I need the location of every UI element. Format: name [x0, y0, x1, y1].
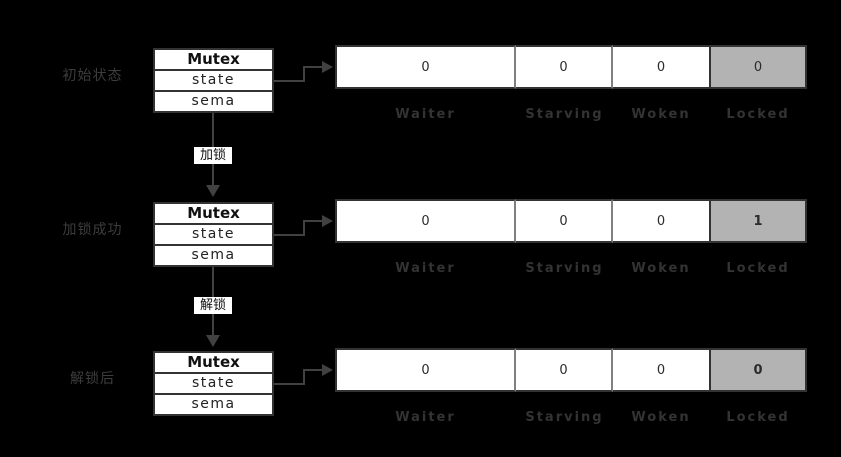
- table-cell-waiter: 0: [335, 45, 516, 89]
- cell-value: 0: [656, 213, 666, 229]
- section-label: 初始状态: [62, 68, 123, 84]
- table-cell-waiter: 0: [335, 199, 516, 243]
- arrowhead-right-icon: [322, 364, 333, 376]
- mutex-title: Mutex: [155, 204, 272, 225]
- state-bits-labels: Waiter Starving Woken Locked: [335, 107, 807, 122]
- cell-value: 0: [753, 362, 763, 378]
- table-cell-locked: 0: [709, 45, 807, 89]
- bit-label-waiter: Waiter: [395, 261, 456, 276]
- bit-label-locked: Locked: [726, 410, 790, 425]
- table-cell-locked: 0: [709, 348, 807, 392]
- arrowhead-down-icon: [206, 185, 220, 197]
- cell-value: 0: [421, 213, 430, 229]
- arrowhead-right-icon: [322, 61, 333, 73]
- table-cell-locked: 1: [709, 199, 807, 243]
- mutex-field-sema: sema: [191, 93, 236, 109]
- connector-line: [305, 220, 323, 222]
- state-bits-labels: Waiter Starving Woken Locked: [335, 261, 807, 276]
- bit-label-woken: Woken: [631, 107, 691, 122]
- connector-line: [305, 66, 323, 68]
- transition-label: 加锁: [194, 147, 232, 164]
- mutex-struct-box: Mutex state sema: [153, 202, 274, 267]
- connector-line: [303, 369, 305, 385]
- state-bits-table: 0 0 0 0: [335, 348, 807, 392]
- connector-line: [274, 80, 305, 82]
- state-bits-labels: Waiter Starving Woken Locked: [335, 410, 807, 425]
- state-bits-table: 0 0 0 0: [335, 45, 807, 89]
- connector-line: [303, 66, 305, 82]
- bit-label-starving: Starving: [525, 261, 604, 276]
- arrowhead-down-icon: [206, 335, 220, 347]
- mutex-struct-box: Mutex state sema: [153, 48, 274, 113]
- cell-value: 0: [559, 362, 568, 378]
- section-label: 加锁成功: [62, 222, 123, 238]
- mutex-field-state: state: [155, 225, 272, 246]
- bit-label-waiter: Waiter: [395, 107, 456, 122]
- connector-line: [305, 369, 323, 371]
- connector-line: [274, 383, 305, 385]
- cell-value: 1: [753, 213, 763, 229]
- bit-label-locked: Locked: [726, 261, 790, 276]
- bit-label-starving: Starving: [525, 410, 604, 425]
- bit-label-waiter: Waiter: [395, 410, 456, 425]
- bit-label-locked: Locked: [726, 107, 790, 122]
- cell-value: 0: [559, 59, 568, 75]
- bit-label-woken: Woken: [631, 261, 691, 276]
- mutex-field-state: state: [155, 374, 272, 395]
- cell-value: 0: [421, 59, 430, 75]
- bit-label-woken: Woken: [631, 410, 691, 425]
- cell-value: 0: [421, 362, 430, 378]
- table-cell-starving: 0: [516, 348, 613, 392]
- connector-line: [274, 234, 305, 236]
- mutex-struct-box: Mutex state sema: [153, 351, 274, 416]
- arrowhead-right-icon: [322, 215, 333, 227]
- bit-label-starving: Starving: [525, 107, 604, 122]
- table-cell-woken: 0: [613, 199, 709, 243]
- table-cell-starving: 0: [516, 45, 613, 89]
- cell-value: 0: [753, 59, 763, 75]
- table-cell-waiter: 0: [335, 348, 516, 392]
- connector-line: [303, 220, 305, 236]
- cell-value: 0: [656, 362, 666, 378]
- mutex-field-sema: sema: [191, 247, 236, 263]
- table-cell-starving: 0: [516, 199, 613, 243]
- state-bits-table: 0 0 0 1: [335, 199, 807, 243]
- cell-value: 0: [559, 213, 568, 229]
- cell-value: 0: [656, 59, 666, 75]
- mutex-title: Mutex: [155, 50, 272, 71]
- mutex-field-sema: sema: [191, 396, 236, 412]
- table-cell-woken: 0: [613, 348, 709, 392]
- transition-label: 解锁: [194, 297, 232, 314]
- mutex-title: Mutex: [155, 353, 272, 374]
- section-label: 解锁后: [70, 371, 115, 387]
- mutex-field-state: state: [155, 71, 272, 92]
- table-cell-woken: 0: [613, 45, 709, 89]
